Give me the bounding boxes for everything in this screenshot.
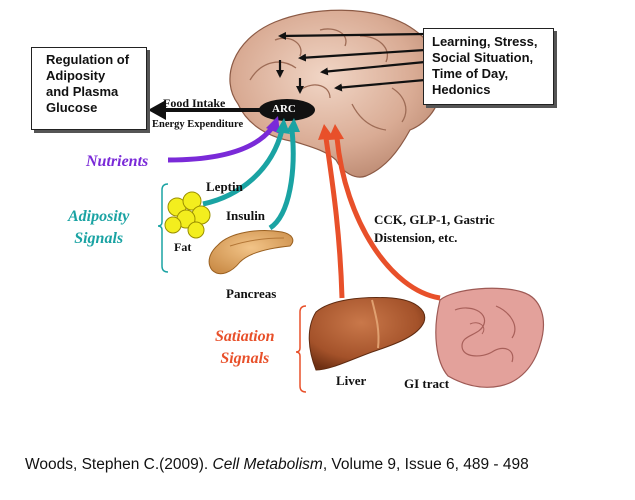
pancreas-illustration	[208, 230, 294, 275]
satiation-signals-label: Satiation Signals	[215, 326, 275, 370]
satiation-arrows	[318, 124, 441, 301]
regulation-line: Adiposity	[46, 68, 106, 83]
influence-arrows	[276, 31, 426, 94]
nutrients-label: Nutrients	[86, 153, 149, 170]
citation-author: Woods, Stephen C.(2009).	[25, 456, 213, 473]
regulation-line: Glucose	[46, 100, 98, 115]
liver-label: Liver	[336, 373, 367, 388]
fat-label: Fat	[174, 240, 192, 254]
influences-line: Hedonics	[432, 82, 491, 97]
liver-illustration	[308, 297, 426, 371]
food-intake-label: Food Intake	[163, 96, 226, 110]
cck-label-line: CCK, GLP-1, Gastric	[374, 212, 495, 227]
adiposity-signals-line: Signals	[74, 230, 124, 247]
satiation-signals-line: Satiation	[215, 328, 275, 345]
regulation-line: Regulation of	[46, 52, 130, 67]
citation: Woods, Stephen C.(2009). Cell Metabolism…	[25, 456, 529, 474]
leptin-label: Leptin	[206, 179, 243, 194]
fat-cells-illustration	[164, 191, 211, 239]
pancreas-label: Pancreas	[226, 286, 277, 301]
nutrients-arrow	[167, 116, 280, 163]
influences-line: Learning, Stress,	[432, 34, 538, 49]
influences-line: Social Situation,	[432, 50, 534, 65]
adiposity-signals-line: Adiposity	[68, 208, 130, 225]
insulin-arrow	[268, 118, 300, 231]
energy-expenditure-label: Energy Expenditure	[152, 119, 244, 130]
regulation-box: Regulation of Adiposity and Plasma Gluco…	[31, 47, 147, 130]
satiation-bracket	[295, 305, 307, 393]
cck-label-line: Distension, etc.	[374, 230, 458, 245]
output-arrow	[148, 100, 260, 120]
influences-line: Time of Day,	[432, 66, 509, 81]
arc-label: ARC	[272, 103, 296, 115]
influences-box: Learning, Stress, Social Situation, Time…	[423, 28, 554, 105]
adiposity-bracket	[157, 183, 169, 273]
gi-tract-illustration	[435, 287, 544, 388]
citation-details: , Volume 9, Issue 6, 489 - 498	[322, 456, 529, 473]
satiation-signals-line: Signals	[220, 350, 270, 367]
leptin-arrow	[202, 118, 290, 207]
arc-nucleus	[259, 99, 315, 121]
gi-tract-label: GI tract	[404, 376, 450, 391]
adiposity-signals-label: Adiposity Signals	[68, 206, 129, 250]
regulation-line: and Plasma	[46, 84, 119, 99]
citation-journal: Cell Metabolism	[212, 456, 323, 473]
insulin-label: Insulin	[226, 208, 266, 223]
